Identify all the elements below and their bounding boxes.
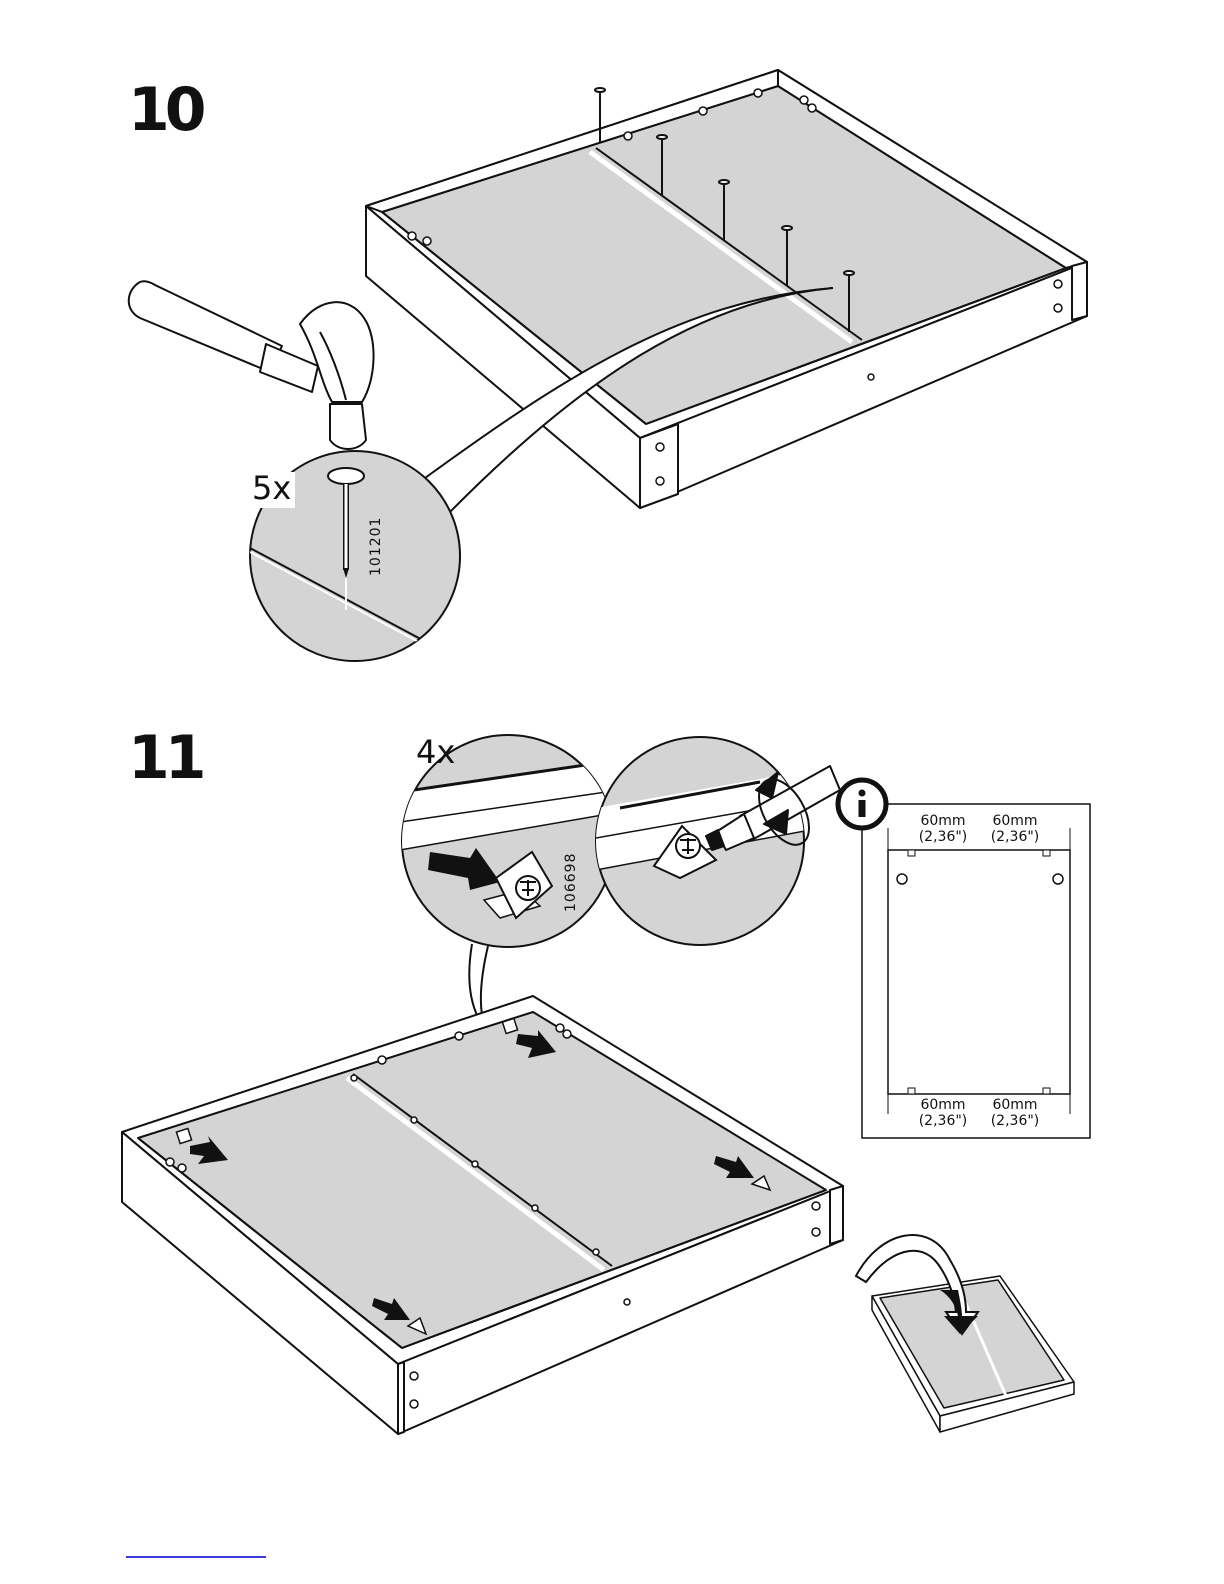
part-number-nail: 101201 [368,517,384,576]
step11-detail-circle-insert [400,735,620,1030]
dimension-top-left: 60mm (2,36") [908,813,978,845]
dimension-inch: (2,36") [908,829,978,845]
step-number-10: 10 [128,80,202,140]
dimension-bottom-left: 60mm (2,36") [908,1097,978,1129]
step-number-11: 11 [128,728,202,788]
footer-divider [126,1556,266,1558]
hammer-icon [129,281,374,449]
info-icon [838,780,886,828]
quantity-label-step10: 5x [250,472,295,508]
dimension-mm: 60mm [980,1097,1050,1113]
dimension-inch: (2,36") [980,1113,1050,1129]
dimension-inch: (2,36") [908,1113,978,1129]
info-panel [862,804,1090,1138]
dimension-mm: 60mm [908,1097,978,1113]
small-drawer-flipped [872,1276,1074,1432]
dimension-bottom-right: 60mm (2,36") [980,1097,1050,1129]
dimension-inch: (2,36") [980,829,1050,845]
dimension-mm: 60mm [908,813,978,829]
dimension-mm: 60mm [980,813,1050,829]
dimension-top-right: 60mm (2,36") [980,813,1050,845]
step11-drawer-frame [122,996,843,1434]
part-number-fitting: 106698 [563,853,579,912]
quantity-label-step11: 4x [416,736,455,768]
step11-detail-circle-screw [596,737,810,945]
